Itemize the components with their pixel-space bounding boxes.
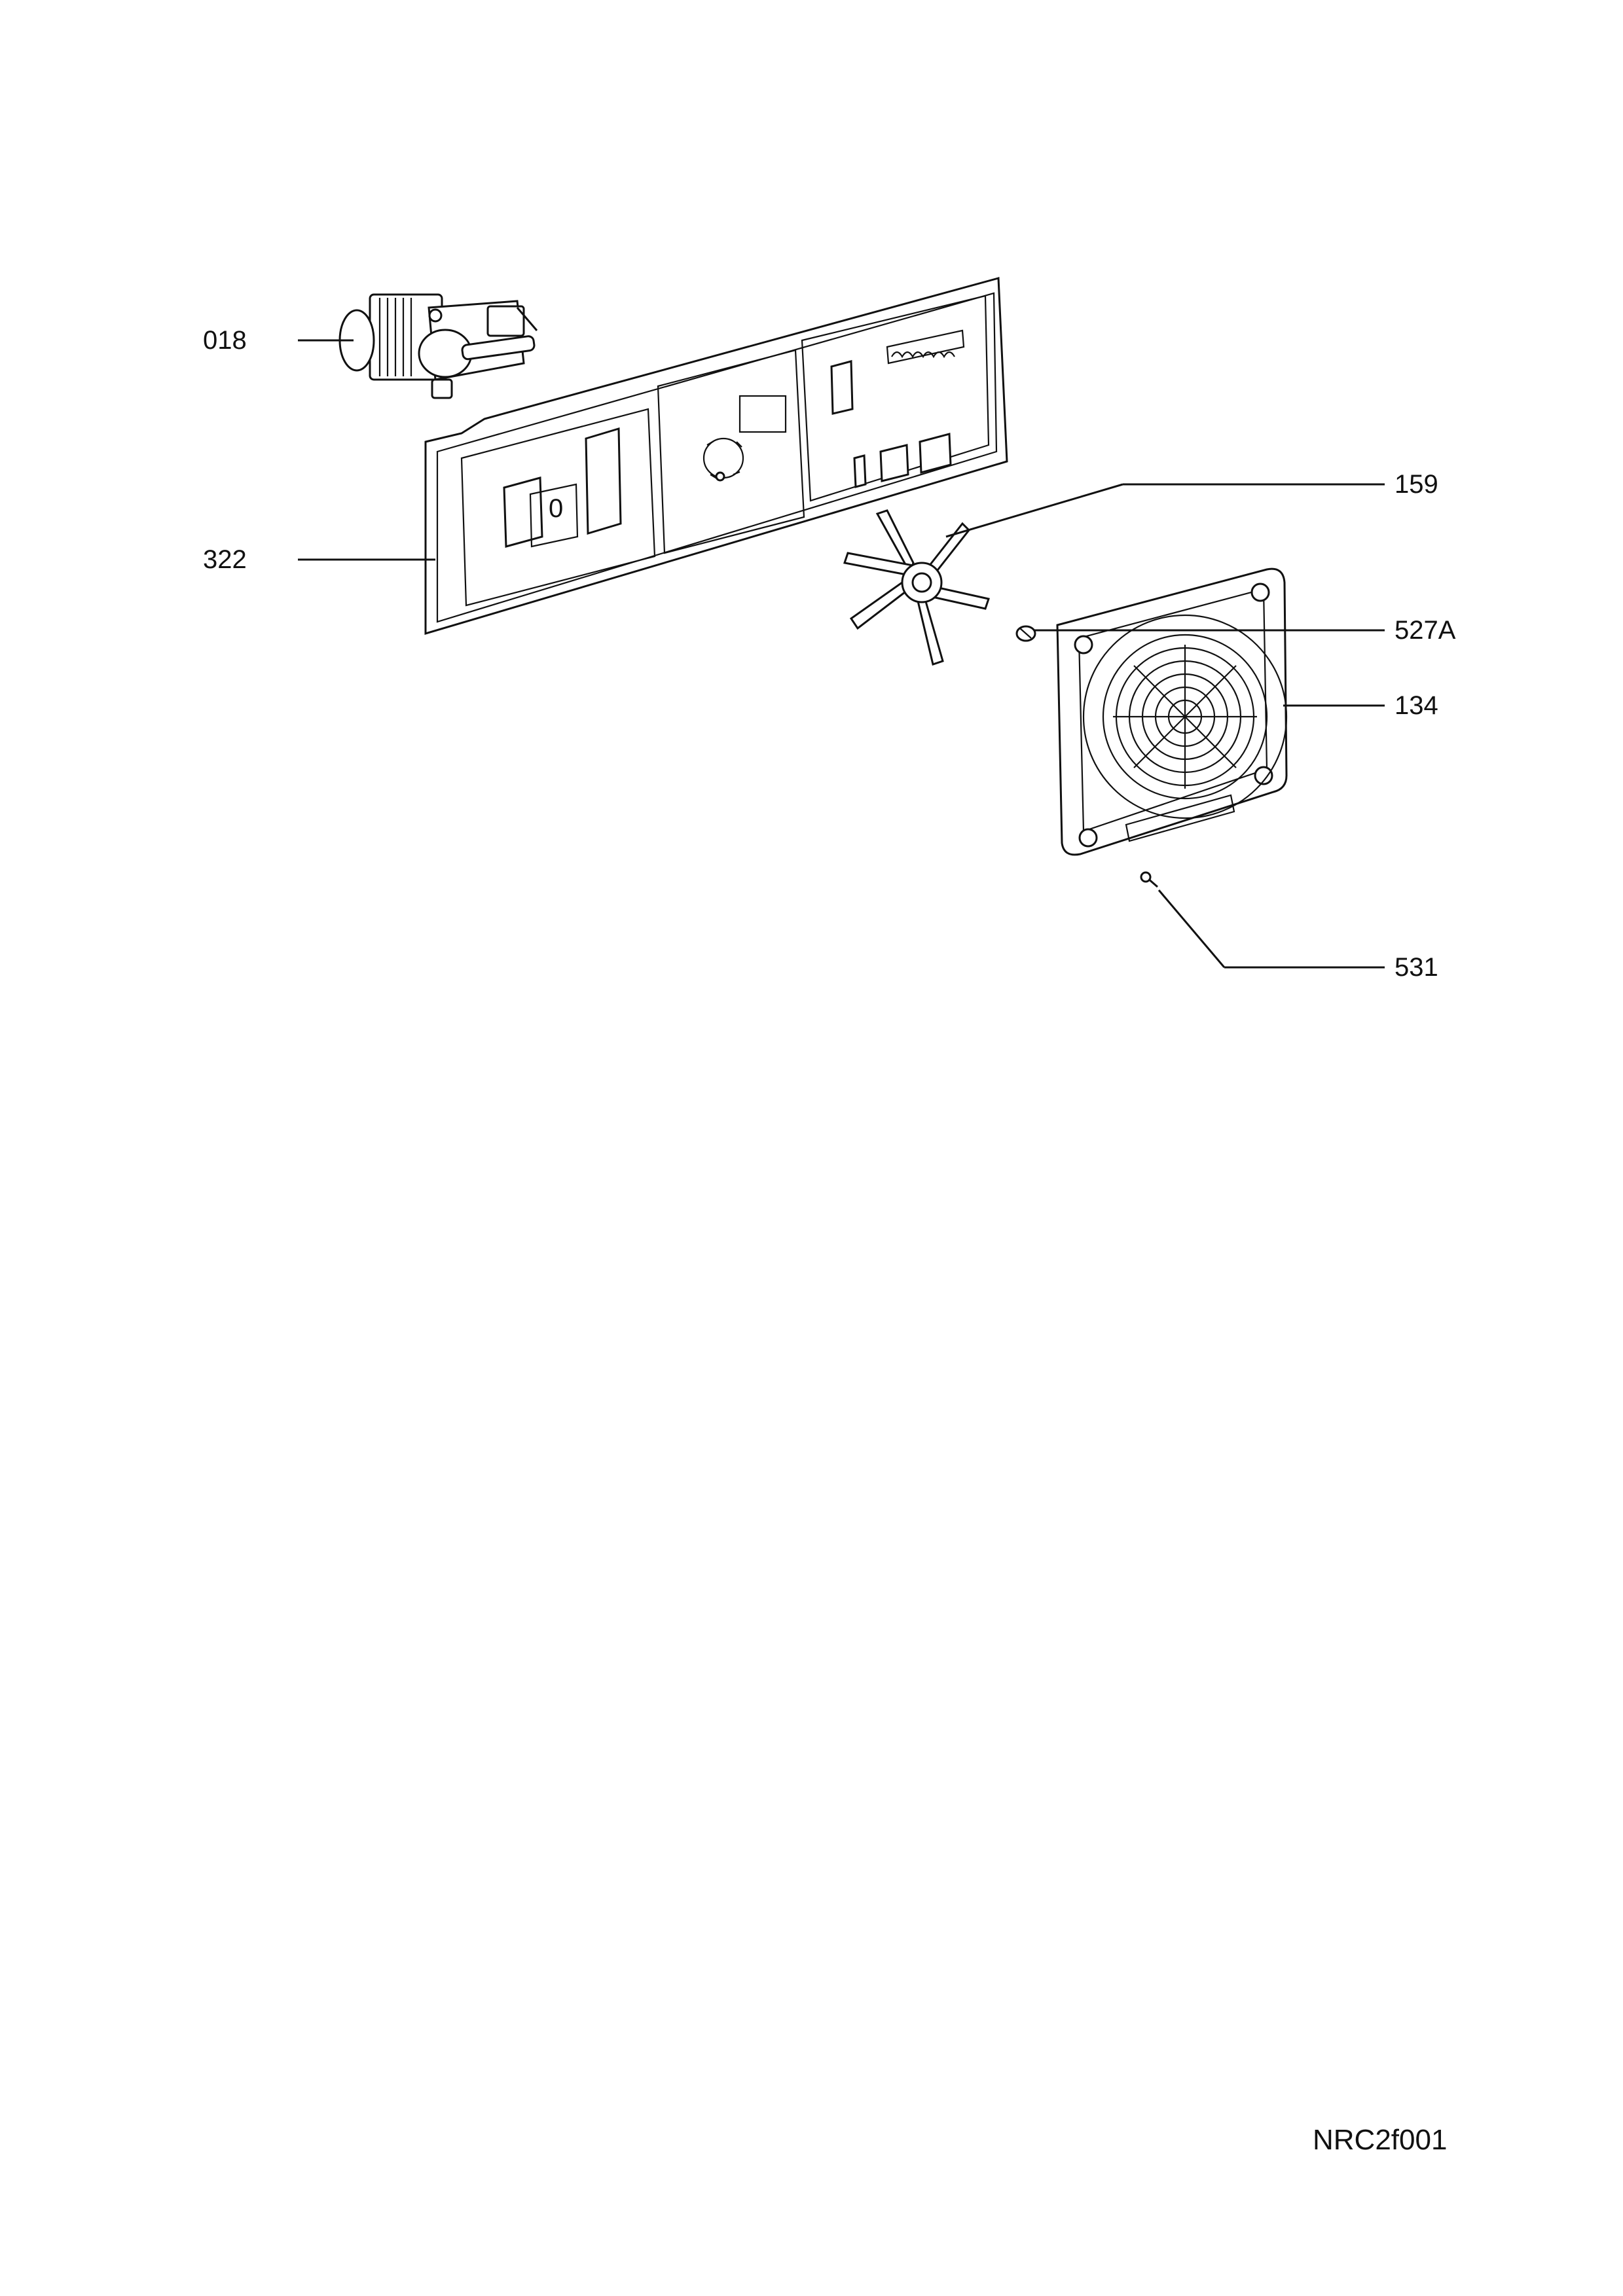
callout-531: 531 — [1395, 953, 1438, 982]
screw-part-531 — [1140, 871, 1158, 888]
fan-cover-part-134 — [1056, 567, 1288, 856]
callout-159: 159 — [1395, 470, 1438, 499]
svg-text:0: 0 — [549, 494, 563, 523]
rear-panel-part-322: 0 — [424, 277, 1008, 636]
fan-motor-part-018 — [338, 293, 538, 399]
leader-line-531-diag — [1158, 889, 1226, 968]
callout-322: 322 — [203, 545, 247, 574]
callout-134: 134 — [1395, 691, 1438, 720]
drawing-reference-code: NRC2f001 — [1313, 2124, 1448, 2156]
leader-line-159-diag — [945, 483, 1123, 538]
fan-blade-part-159 — [843, 509, 990, 666]
small-part-527a — [1015, 625, 1036, 642]
callout-527a: 527A — [1395, 616, 1456, 645]
callout-018: 018 — [203, 326, 247, 355]
